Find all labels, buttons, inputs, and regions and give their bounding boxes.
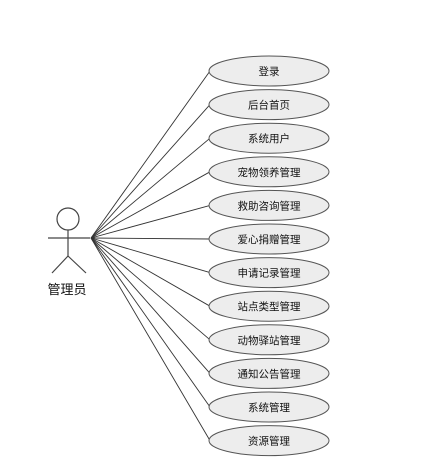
use-case-label: 申请记录管理 (238, 267, 301, 280)
actor-left-leg (51, 255, 69, 274)
use-case: 系统管理 (208, 391, 330, 423)
use-case-label: 站点类型管理 (238, 300, 301, 313)
use-case: 通知公告管理 (208, 357, 330, 389)
use-case-ellipse (208, 122, 330, 154)
use-case: 动物驿站管理 (208, 324, 330, 356)
association-line (90, 237, 211, 341)
use-case: 登录 (208, 55, 330, 87)
use-case-ellipse (208, 89, 330, 121)
association-line (90, 204, 211, 239)
use-case: 站点类型管理 (208, 290, 330, 322)
use-case-label: 救助咨询管理 (238, 199, 301, 212)
actor-head-icon (56, 207, 80, 231)
use-case-ellipse (208, 357, 330, 389)
use-case-label: 后台首页 (248, 99, 290, 112)
use-case: 爱心捐赠管理 (208, 223, 330, 255)
association-line (90, 237, 211, 274)
association-line (90, 104, 211, 239)
association-line (90, 137, 211, 239)
use-case-group: 登录后台首页系统用户宠物领养管理救助咨询管理爱心捐赠管理申请记录管理站点类型管理… (208, 55, 330, 457)
use-case: 救助咨询管理 (208, 189, 330, 221)
use-case-ellipse (208, 223, 330, 255)
use-case-ellipse (208, 257, 330, 289)
association-line (90, 70, 211, 239)
use-case-ellipse (208, 324, 330, 356)
association-line (90, 237, 211, 374)
use-case-ellipse (208, 391, 330, 423)
association-line (90, 237, 211, 307)
use-case: 资源管理 (208, 425, 330, 457)
use-case: 系统用户 (208, 122, 330, 154)
association-line (90, 237, 211, 408)
use-case-ellipse (208, 55, 330, 87)
association-line (90, 237, 211, 441)
use-case: 申请记录管理 (208, 257, 330, 289)
use-case-ellipse (208, 189, 330, 221)
use-case-label: 系统管理 (248, 401, 290, 414)
actor-right-leg (67, 255, 87, 274)
use-case-label: 通知公告管理 (238, 367, 301, 380)
association-line (90, 237, 211, 240)
actor-name: 管理员 (47, 283, 86, 298)
association-lines (90, 70, 211, 441)
use-case: 宠物领养管理 (208, 156, 330, 188)
use-case-label: 爱心捐赠管理 (238, 233, 301, 246)
use-case-label: 宠物领养管理 (238, 166, 301, 179)
use-case-label: 动物驿站管理 (238, 334, 301, 347)
use-case-ellipse (208, 425, 330, 457)
association-line (90, 171, 211, 239)
use-case-label: 系统用户 (248, 132, 290, 145)
use-case: 后台首页 (208, 89, 330, 121)
use-case-ellipse (208, 290, 330, 322)
use-case-ellipse (208, 156, 330, 188)
use-case-label: 登录 (259, 65, 280, 78)
use-case-label: 资源管理 (248, 435, 290, 448)
actor: 管理员 (47, 207, 90, 298)
